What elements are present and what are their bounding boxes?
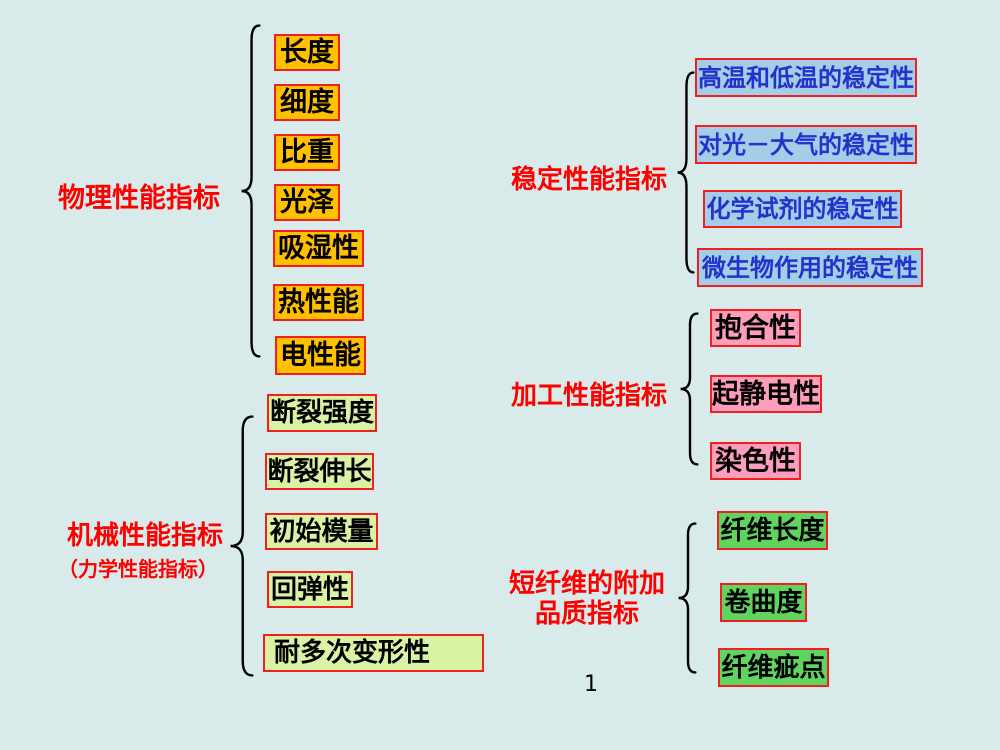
physical-brace bbox=[241, 24, 261, 358]
mechanical-brace bbox=[230, 415, 254, 677]
mechanical-group-label: 机械性能指标 bbox=[67, 521, 224, 551]
stability-group-label: 稳定性能指标 bbox=[511, 165, 668, 195]
mechanical-item-box: 断裂伸长 bbox=[265, 453, 374, 490]
processing-group-label: 加工性能指标 bbox=[511, 381, 668, 411]
shortfiber-item-box: 纤维长度 bbox=[717, 511, 828, 550]
shortfiber-group-label: 短纤维的附加 品质指标 bbox=[496, 569, 678, 629]
shortfiber-item-box: 纤维疵点 bbox=[718, 648, 829, 687]
shortfiber-item-box: 卷曲度 bbox=[720, 583, 807, 622]
mechanical-item-box: 回弹性 bbox=[267, 571, 353, 608]
mechanical-item-box: 耐多次变形性 bbox=[263, 634, 484, 672]
stability-item-box: 微生物作用的稳定性 bbox=[697, 248, 923, 287]
stability-item-box: 高温和低温的稳定性 bbox=[695, 58, 917, 97]
mechanical-item-box: 初始模量 bbox=[265, 513, 378, 550]
mechanical-item-box: 断裂强度 bbox=[267, 394, 377, 432]
physical-item-box: 电性能 bbox=[275, 336, 366, 375]
physical-item-box: 细度 bbox=[274, 84, 340, 121]
physical-item-box: 热性能 bbox=[273, 284, 364, 321]
processing-brace bbox=[680, 312, 699, 466]
mechanical-group-sublabel: （力学性能指标） bbox=[58, 557, 218, 581]
shortfiber-group-label-line2: 品质指标 bbox=[534, 599, 639, 629]
stability-item-box: 对光－大气的稳定性 bbox=[695, 125, 917, 164]
processing-item-box: 起静电性 bbox=[710, 375, 822, 413]
shortfiber-brace bbox=[678, 522, 697, 674]
stability-item-box: 化学试剂的稳定性 bbox=[703, 190, 902, 228]
page-number: 1 bbox=[584, 672, 598, 697]
physical-item-box: 光泽 bbox=[274, 184, 340, 221]
processing-item-box: 染色性 bbox=[710, 442, 801, 480]
processing-item-box: 抱合性 bbox=[710, 309, 801, 347]
physical-group-label: 物理性能指标 bbox=[58, 183, 220, 214]
physical-item-box: 长度 bbox=[274, 34, 340, 71]
physical-item-box: 比重 bbox=[274, 134, 340, 171]
stability-brace bbox=[677, 71, 695, 274]
physical-item-box: 吸湿性 bbox=[273, 230, 364, 267]
shortfiber-group-label-line1: 短纤维的附加 bbox=[508, 569, 665, 599]
